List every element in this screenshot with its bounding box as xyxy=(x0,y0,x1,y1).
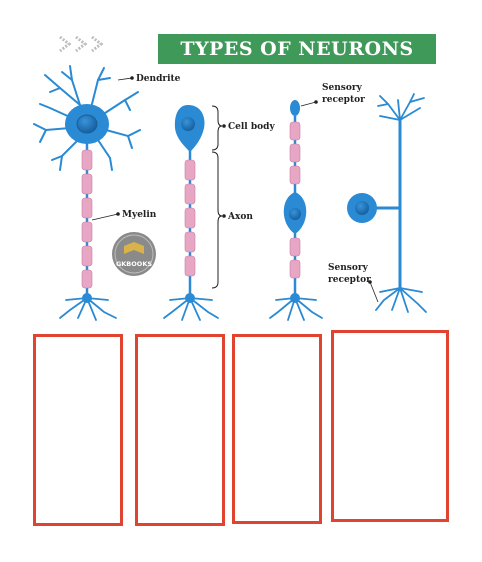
answer-box-2[interactable] xyxy=(135,334,225,526)
pseudounipolar-neuron xyxy=(269,100,323,321)
svg-text:GKBOOKS: GKBOOKS xyxy=(116,260,152,268)
svg-text:Cell body: Cell body xyxy=(228,122,275,132)
answer-box-3[interactable] xyxy=(232,334,322,524)
label-sensory-receptor-bottom: Sensory receptor xyxy=(328,263,379,303)
chevron-arrows-icon xyxy=(59,35,104,53)
svg-text:Sensory: Sensory xyxy=(322,83,363,93)
label-axon: Axon xyxy=(222,212,253,222)
label-cell-body: Cell body xyxy=(222,122,275,132)
answer-box-1[interactable] xyxy=(33,334,123,526)
label-myelin: Myelin xyxy=(91,210,157,221)
svg-text:Dendrite: Dendrite xyxy=(136,74,181,84)
multipolar-neuron xyxy=(33,65,141,321)
title-banner: TYPES OF NEURONS xyxy=(158,34,436,64)
page-title: TYPES OF NEURONS xyxy=(180,38,414,60)
bipolar-neuron xyxy=(347,93,427,313)
gkbooks-logo: GKBOOKS xyxy=(112,232,156,276)
svg-text:receptor: receptor xyxy=(328,275,371,285)
unipolar-neuron xyxy=(163,105,223,321)
svg-text:Myelin: Myelin xyxy=(122,210,157,220)
svg-text:receptor: receptor xyxy=(322,95,365,105)
svg-text:Axon: Axon xyxy=(227,212,253,222)
svg-text:Sensory: Sensory xyxy=(328,263,369,273)
label-sensory-receptor-top: Sensory receptor xyxy=(300,83,365,107)
label-dendrite: Dendrite xyxy=(117,74,181,84)
answer-box-4[interactable] xyxy=(331,330,449,522)
